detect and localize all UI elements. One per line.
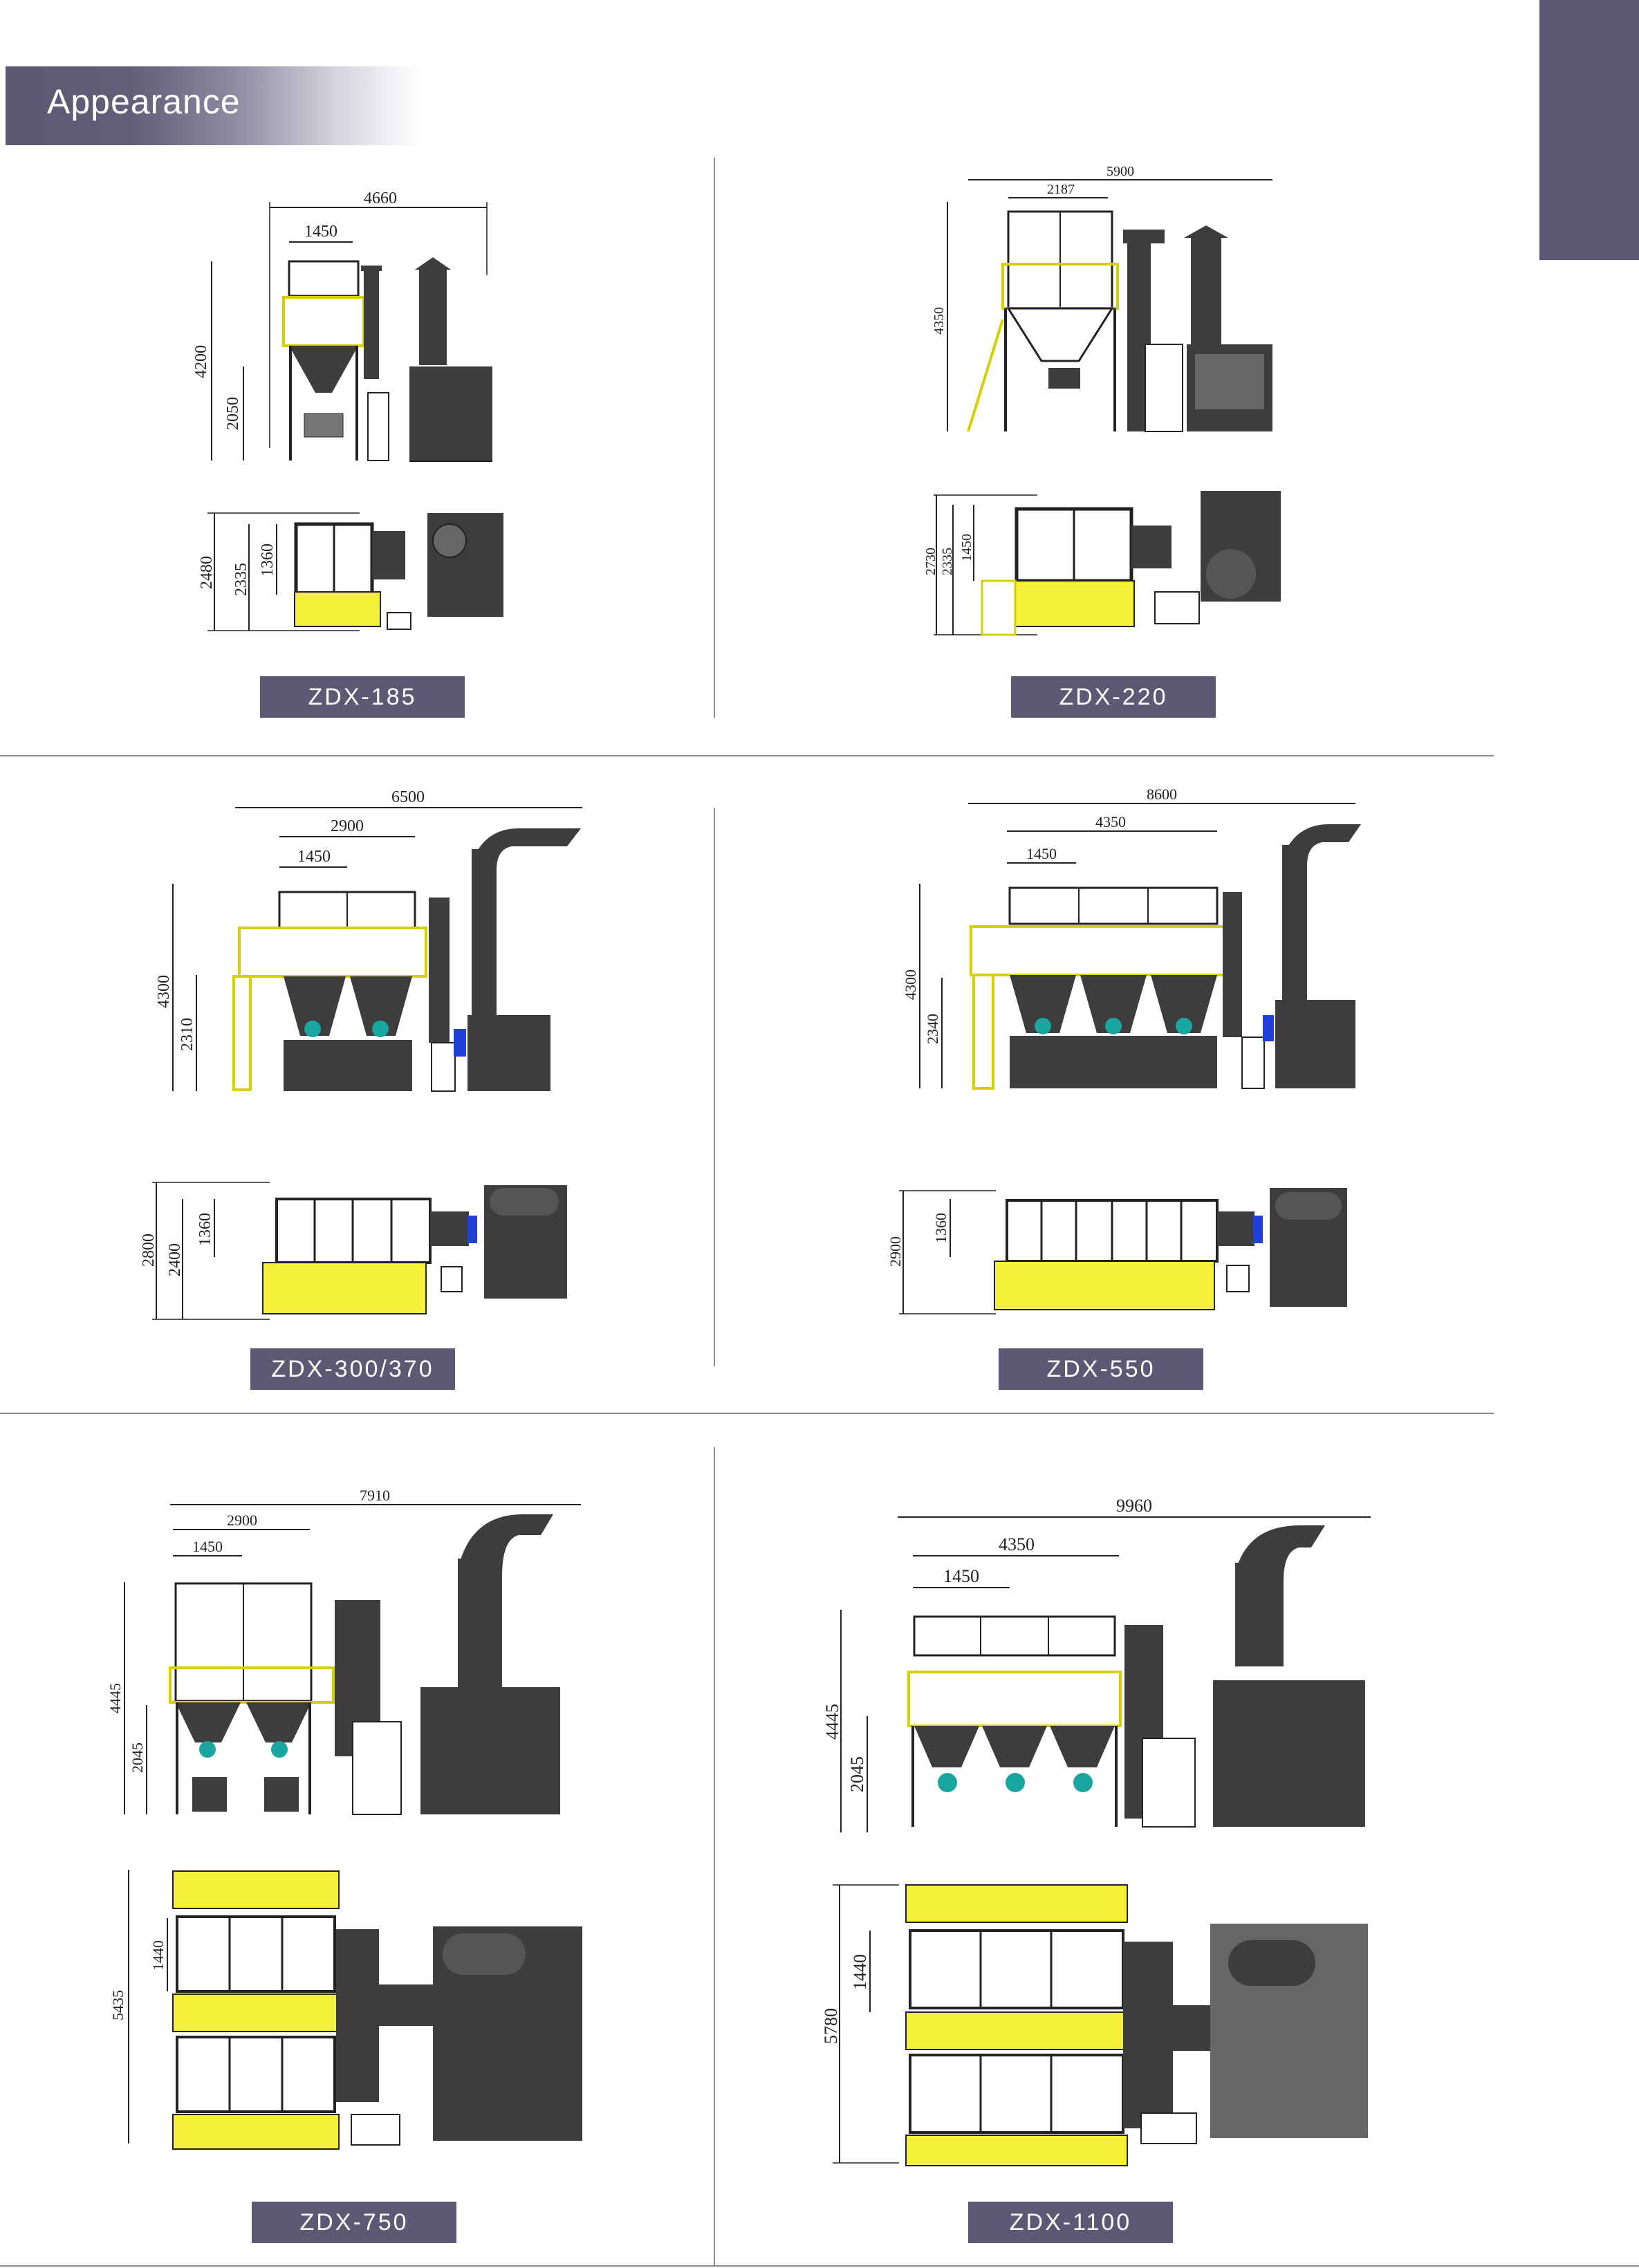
column-divider [714,808,715,1366]
dim-unit-width: 4350 [999,1534,1035,1554]
zdx-185-front-view: 4660 1450 4200 2050 [187,185,533,469]
dim-width: 7910 [360,1487,390,1504]
dim-width: 4660 [364,189,397,207]
side-tab [1539,0,1639,260]
model-label-zdx-1100: ZDX-1100 [968,2202,1173,2243]
model-label-zdx-550: ZDX-550 [999,1348,1203,1390]
dim-depth-1: 2480 [198,556,216,589]
dim-width: 9960 [1116,1496,1152,1516]
dim-height: 4445 [107,1683,124,1713]
dim-platform-height: 2340 [924,1014,941,1044]
zdx-220-top-view: 2730 2335 1450 [923,484,1286,643]
section-title: Appearance [47,82,241,121]
dim-unit-width: 4350 [1095,813,1126,830]
column-divider [714,1447,715,2267]
zdx-550-top-view: 2900 1360 [887,1175,1369,1328]
dim-module-width: 1450 [943,1566,979,1586]
dim-depth-2: 2335 [940,548,955,575]
dim-height: 4350 [932,307,947,335]
dim-platform-height: 2045 [129,1742,146,1773]
row-divider [0,755,1494,756]
dim-unit-width: 2187 [1047,182,1075,197]
model-label-zdx-300-370: ZDX-300/370 [250,1348,455,1390]
zdx-300-370-top-view: 2800 2400 1360 [140,1174,588,1326]
dim-unit-width: 2900 [331,817,364,835]
dim-depth-3: 1440 [149,1940,167,1971]
dim-depth-1: 2730 [923,548,938,575]
zdx-750-top-view: 5435 1440 [104,1860,588,2157]
zdx-220-front-view: 5900 2187 4350 [927,160,1286,444]
zdx-1100-top-view: 5780 1440 [821,1874,1376,2171]
dim-module-width: 1450 [1026,845,1057,862]
column-divider [714,158,715,718]
zdx-300-370-front-view: 6500 2900 1450 4300 2310 [152,787,595,1105]
model-label-zdx-185: ZDX-185 [260,676,465,718]
model-label-zdx-750: ZDX-750 [252,2202,456,2243]
dim-module-width: 1450 [192,1538,223,1555]
dim-width: 8600 [1147,786,1177,803]
zdx-185-top-view: 2480 2335 1360 [194,503,512,642]
dim-depth-1: 5780 [821,2008,841,2044]
dim-unit-width: 1450 [304,223,337,241]
zdx-550-front-view: 8600 4350 1450 4300 2340 [899,780,1369,1105]
dim-depth-3: 1360 [196,1213,214,1246]
row-divider [0,1413,1494,1414]
dim-depth-1: 2900 [887,1236,904,1267]
dim-depth-1: 2800 [140,1234,158,1267]
dim-depth-2: 2400 [166,1243,184,1276]
dim-depth-3: 1360 [932,1213,950,1243]
dim-width: 6500 [391,788,425,806]
dim-unit-width: 2900 [227,1512,257,1529]
zdx-750-front-view: 7910 2900 1450 4445 2045 [104,1487,588,1825]
dim-platform-height: 2310 [178,1018,196,1051]
zdx-1100-front-view: 9960 4350 1450 4445 2045 [822,1487,1376,1846]
dim-depth-3: 1450 [959,534,974,561]
dim-platform-height: 2050 [224,397,242,430]
dim-depth-3: 1360 [259,543,277,577]
dim-platform-height: 2045 [847,1756,867,1792]
dim-height: 4300 [155,975,173,1008]
dim-height: 4300 [902,969,919,1000]
model-label-zdx-220: ZDX-220 [1011,676,1216,718]
dim-depth-3: 1440 [850,1954,870,1990]
dim-height: 4445 [822,1704,842,1740]
dim-depth-1: 5435 [109,1990,127,2020]
dim-height: 4200 [192,345,210,378]
dim-module-width: 1450 [297,848,331,866]
section-header: Appearance [6,66,420,145]
dim-depth-2: 2335 [232,563,250,596]
dim-width: 5900 [1106,164,1134,179]
page-bottom-rule [0,2265,1639,2267]
